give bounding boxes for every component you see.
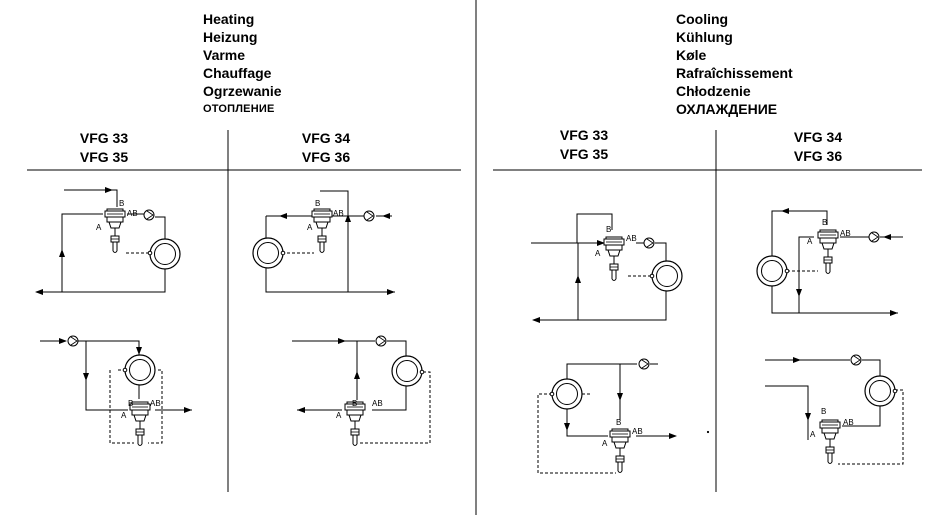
heating-title-da: Varme (203, 47, 246, 63)
cooling-header-right-line2: VFG 36 (793, 148, 843, 164)
cooling-title-de: Kühlung (676, 29, 733, 45)
port-label-b: B (352, 399, 357, 408)
heating-header-left-line1: VFG 33 (79, 130, 129, 146)
port-label-ab: AB (372, 399, 383, 408)
heating-diagram-3 (40, 335, 192, 446)
port-labels: B AB A B AB A B AB A B AB A B AB A B AB … (96, 199, 854, 448)
cooling-diagram-4 (765, 354, 904, 465)
cooling-title-block: Cooling Kühlung Køle Rafraîchissement Ch… (676, 10, 793, 118)
heating-title-de: Heizung (203, 29, 258, 45)
port-label-ab: AB (843, 418, 854, 427)
heating-diagram-4 (292, 335, 431, 446)
heating-title-pl: Ogrzewanie (203, 83, 282, 99)
heating-title-fr: Chauffage (203, 65, 272, 81)
port-label-a: A (307, 223, 313, 232)
port-label-ab: AB (840, 229, 851, 238)
port-label-a: A (336, 411, 342, 420)
separator-lines (27, 0, 922, 515)
port-label-b: B (315, 199, 320, 208)
heating-diagram-1 (35, 187, 181, 295)
heating-header-right: VFG 34 VFG 36 (266, 129, 386, 167)
heating-diagram-2 (252, 190, 395, 295)
port-label-ab: AB (150, 399, 161, 408)
port-label-b: B (616, 418, 621, 427)
port-label-b: B (128, 399, 133, 408)
port-label-b: B (821, 407, 826, 416)
cooling-header-right-line1: VFG 34 (793, 129, 843, 145)
port-label-a: A (810, 430, 816, 439)
heating-header-left: VFG 33 VFG 35 (44, 129, 164, 167)
cooling-diagram-1 (531, 213, 683, 323)
cooling-header-left-line1: VFG 33 (559, 127, 609, 143)
cooling-header-right: VFG 34 VFG 36 (758, 128, 878, 166)
cooling-header-left: VFG 33 VFG 35 (524, 126, 644, 164)
port-label-ab: AB (333, 209, 344, 218)
cooling-diagram-2 (756, 208, 903, 316)
port-label-a: A (595, 249, 601, 258)
cooling-title-en: Cooling (676, 11, 729, 27)
port-label-a: A (121, 411, 127, 420)
port-label-b: B (822, 218, 827, 227)
heating-header-right-line2: VFG 36 (301, 149, 351, 165)
port-label-a: A (96, 223, 102, 232)
port-label-ab: AB (127, 209, 138, 218)
port-label-ab: AB (632, 427, 643, 436)
heating-title-ru: ОТОПЛЕНИЕ (203, 103, 275, 115)
port-label-b: B (119, 199, 124, 208)
cooling-title-ru: ОХЛАЖДЕНИЕ (676, 101, 778, 117)
cooling-header-left-line2: VFG 35 (559, 146, 609, 162)
heating-header-right-line1: VFG 34 (301, 130, 351, 146)
cooling-title-pl: Chłodzenie (676, 83, 751, 99)
heating-title-block: Heating Heizung Varme Chauffage Ogrzewan… (203, 10, 282, 118)
cooling-title-da: Køle (676, 47, 707, 63)
port-label-a: A (807, 237, 813, 246)
cooling-diagram-3 (537, 358, 710, 474)
port-label-b: B (606, 225, 611, 234)
heating-title-en: Heating (203, 11, 255, 27)
port-label-a: A (602, 439, 608, 448)
heating-header-left-line2: VFG 35 (79, 149, 129, 165)
cooling-title-fr: Rafraîchissement (676, 65, 793, 81)
port-label-ab: AB (626, 234, 637, 243)
